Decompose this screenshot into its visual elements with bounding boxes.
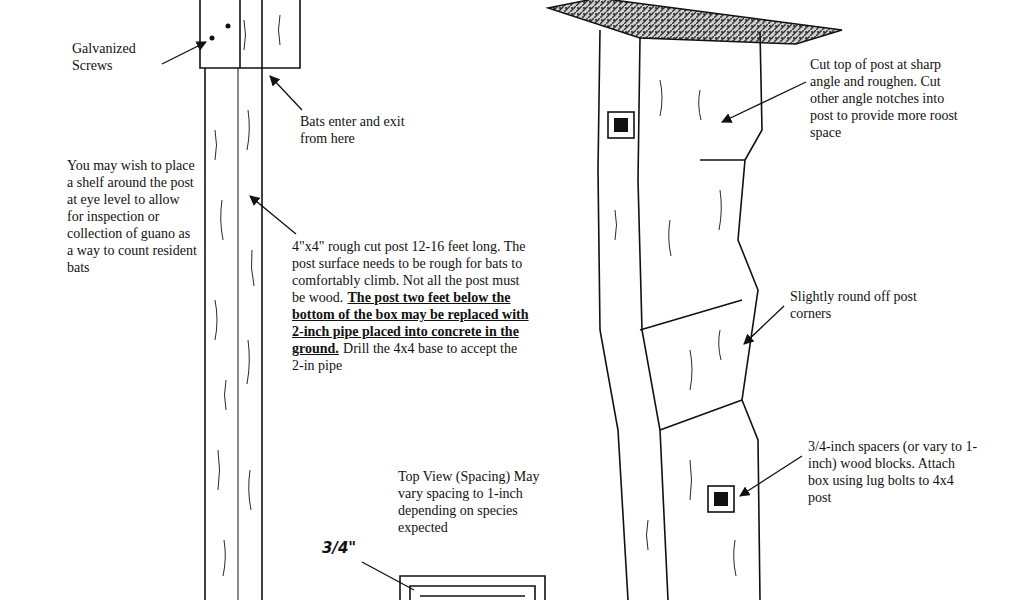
note-text: 3/4" [322,539,356,557]
shelf-note: You may wish to place a shelf around the… [67,157,197,276]
screw-dots [210,24,231,41]
corner-note: Slightly round off post corners [790,288,930,322]
note-text: Slightly round off post corners [790,289,917,321]
note-text: Bats enter and exit from here [300,114,405,146]
spacer-note: 3/4-inch spacers (or vary to 1-inch) woo… [808,438,978,506]
note-text: Galvanized Screws [72,41,136,73]
entry-note: Bats enter and exit from here [300,113,412,147]
screw-note: Galvanized Screws [72,40,152,74]
spacer-blocks [608,112,734,512]
roof [548,0,842,44]
cut-note: Cut top of post at sharp angle and rough… [810,56,960,141]
top-view-sketch [400,576,545,600]
note-text: 3/4-inch spacers (or vary to 1-inch) woo… [808,439,977,505]
note-text: You may wish to place a shelf around the… [67,158,197,275]
right-post [598,30,762,600]
leader-lines [162,42,806,590]
note-text: Top View (Spacing) May vary spacing to 1… [398,469,539,535]
top-view-note: Top View (Spacing) May vary spacing to 1… [398,468,563,536]
note-text: Cut top of post at sharp angle and rough… [810,57,958,140]
left-post [200,0,300,600]
dimension-label: 3/4" [322,540,382,557]
post-note: 4"x4" rough cut post 12-16 feet long. Th… [292,238,532,374]
